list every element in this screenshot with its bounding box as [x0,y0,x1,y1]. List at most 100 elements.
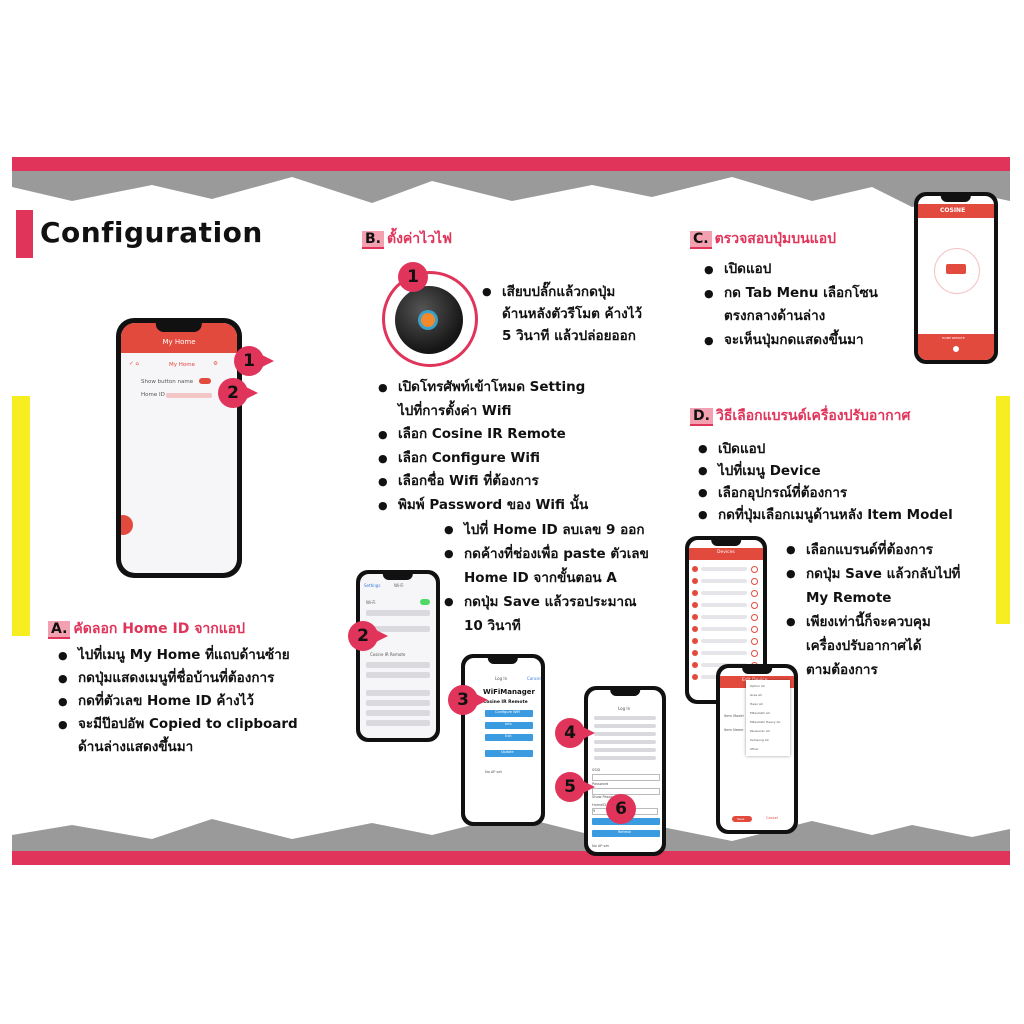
device-menu-button[interactable] [751,578,758,585]
section-a-heading-text: คัดลอก Home ID จากแอป [73,621,246,637]
brand-option[interactable]: Other [750,747,759,751]
wifi-row[interactable] [366,720,430,726]
brand-dropdown[interactable]: Option AC Gree AC Haier AC Mitsubishi AC Mit… [746,680,790,756]
wifi-row[interactable] [366,672,430,678]
no-ap-text: No AP set [592,844,609,848]
show-password-checkbox[interactable]: Show Password [592,795,619,799]
section-a-letter: A. [48,621,71,639]
exit-button[interactable] [485,734,533,741]
home-id-value[interactable] [166,393,212,398]
gear-icon[interactable]: ⚙ [213,361,218,367]
update-button[interactable] [485,750,533,757]
back-settings-link[interactable]: Settings [364,583,381,588]
wifi-toggle[interactable] [420,599,430,605]
device-menu-button[interactable] [751,626,758,633]
device-icon [692,626,698,632]
brand-option[interactable]: Option AC [750,684,766,688]
wifi-row[interactable] [366,710,430,716]
device-menu-button[interactable] [751,614,758,621]
device-row[interactable] [701,651,747,655]
device-row[interactable] [701,579,747,583]
section-b-letter: B. [362,231,384,249]
cancel-button[interactable]: Cancel [766,816,778,820]
list-item: เสียบปลั๊กแล้วกดปุ่ม [482,281,642,303]
cosine-brand-logo: COSINE [940,207,966,214]
section-a-heading: A.คัดลอก Home ID จากแอป [48,618,245,640]
brand-option[interactable]: Mitsubishi AC [750,711,771,715]
list-item: กดปุ่ม Save แล้วรอประมาณ [444,590,649,614]
device-menu-button[interactable] [751,590,758,597]
phone-edit-device: Edit Device Item Model Item Name Option … [716,664,798,834]
brand-option[interactable]: Mitsubishi Heavy AC [750,720,781,724]
wifi-row[interactable] [366,700,430,706]
list-item-continued: ด้านล่างแสดงขึ้นมา [78,739,194,755]
top-banner-decoration [12,157,1010,207]
ap-row[interactable] [594,732,656,736]
home-row[interactable]: ✓ ⌂ [129,361,139,367]
bottom-zone-label: HOME REMOTE [942,336,965,340]
login-title: Log In [618,706,631,711]
device-row[interactable] [701,627,747,631]
exit-label: Exit [505,734,512,738]
wifi-row[interactable] [366,610,430,616]
step-badge-a1: 1 [234,346,274,376]
device-menu-button[interactable] [751,638,758,645]
ap-row[interactable] [594,724,656,728]
device-menu-button[interactable] [751,650,758,657]
wifi-network-cosine[interactable]: Cosine IR Remote [370,652,406,657]
show-button-toggle[interactable] [199,378,211,384]
phone-wifi-settings: Settings Wi-Fi Wi-Fi Cosine IR Remote [356,570,440,742]
homeid-label: HomeID [592,803,607,807]
brand-option[interactable]: Samsung AC [750,738,769,742]
list-item-continued: My Remote [806,590,892,606]
phone-screen: My Home ✓ ⌂ My Home ⚙ Show button name H… [121,323,237,573]
brand-option[interactable]: Haier AC [750,702,764,706]
left-yellow-accent [12,396,30,636]
device-row[interactable] [701,603,747,607]
cancel-link[interactable]: Cancel [527,676,541,681]
ssid-field[interactable] [592,774,660,781]
phone-notch [711,540,741,546]
list-item-continued: 10 วินาที [464,618,521,634]
device-row[interactable] [701,567,747,571]
section-c-heading-text: ตรวจสอบปุ่มบนแอป [714,231,836,247]
devices-header [689,548,763,560]
wifi-row[interactable] [366,662,430,668]
device-row[interactable] [701,591,747,595]
save-button[interactable] [732,816,752,822]
list-item: ไปที่ Home ID ลบเลข 9 ออก [444,518,649,542]
brand-option[interactable]: Gree AC [750,693,763,697]
device-row[interactable] [701,615,747,619]
section-c-list: เปิดแอป กด Tab Menu เลือกโซน ตรงกลางด้าน… [704,258,878,352]
list-item: ไปที่เมนู My Home ที่แถบด้านซ้าย [58,644,298,667]
item-model-label: Item Model [724,714,744,718]
section-c-heading: C.ตรวจสอบปุ่มบนแอป [690,228,836,250]
floating-menu-button[interactable] [121,515,133,535]
phone-screen: COSINE HOME REMOTE [918,196,994,360]
list-item: เปิดแอป [704,258,878,282]
ap-row[interactable] [594,748,656,752]
ap-row[interactable] [594,740,656,744]
device-menu-button[interactable] [751,566,758,573]
device-row[interactable] [701,639,747,643]
phone-screen: Settings Wi-Fi Wi-Fi Cosine IR Remote [360,574,436,738]
refresh-button[interactable] [592,830,660,837]
section-b-list: เปิดโทรศัพท์เข้าโหมด Setting ไปที่การตั้… [378,376,588,518]
configure-wifi-button[interactable] [485,710,533,717]
info-button[interactable] [485,722,533,729]
section-a-list: ไปที่เมนู My Home ที่แถบด้านซ้าย กดปุ่มแ… [58,644,298,759]
list-item-continued: เครื่องปรับอากาศได้ [806,638,922,654]
wifi-row[interactable] [366,626,430,632]
device-menu-button[interactable] [751,602,758,609]
wifi-row[interactable] [366,690,430,696]
ap-row[interactable] [594,716,656,720]
brand-option[interactable]: Panasonic AC [750,729,771,733]
ap-row[interactable] [594,756,656,760]
section-b-sub-list: ไปที่ Home ID ลบเลข 9 ออก กดค้างที่ช่องเ… [444,518,649,638]
step-badge-b3: 3 [448,685,488,715]
tab-menu-center-button[interactable] [951,344,961,354]
list-item-continued: ไปที่การตั้งค่า Wifi [398,402,512,419]
ac-remote-icon[interactable] [946,264,966,274]
device-icon [692,674,698,680]
right-yellow-accent [996,396,1010,624]
